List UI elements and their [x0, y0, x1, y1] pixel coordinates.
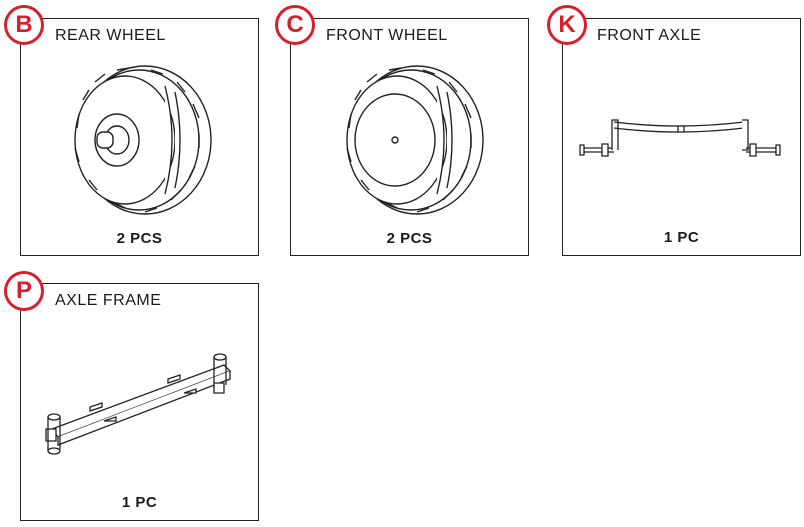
part-name: REAR WHEEL: [55, 27, 166, 44]
part-quantity: 2 PCS: [386, 230, 433, 247]
part-letter-badge: C: [275, 5, 315, 45]
part-quantity: 1 PC: [663, 229, 700, 246]
part-quantity: 2 PCS: [116, 230, 163, 247]
part-name: AXLE FRAME: [55, 292, 162, 309]
part-name: FRONT WHEEL: [326, 27, 448, 44]
part-letter-badge: K: [547, 5, 587, 45]
part-letter-badge: B: [4, 5, 44, 45]
front-axle-icon: [578, 110, 783, 160]
axle-frame-icon: [38, 345, 238, 455]
rear-wheel-icon: [65, 62, 215, 217]
front-wheel-icon: [337, 62, 487, 217]
part-quantity: 1 PC: [121, 494, 158, 511]
part-name: FRONT AXLE: [597, 27, 702, 44]
part-letter-badge: P: [4, 271, 44, 311]
part-card-front-axle: [562, 18, 801, 256]
